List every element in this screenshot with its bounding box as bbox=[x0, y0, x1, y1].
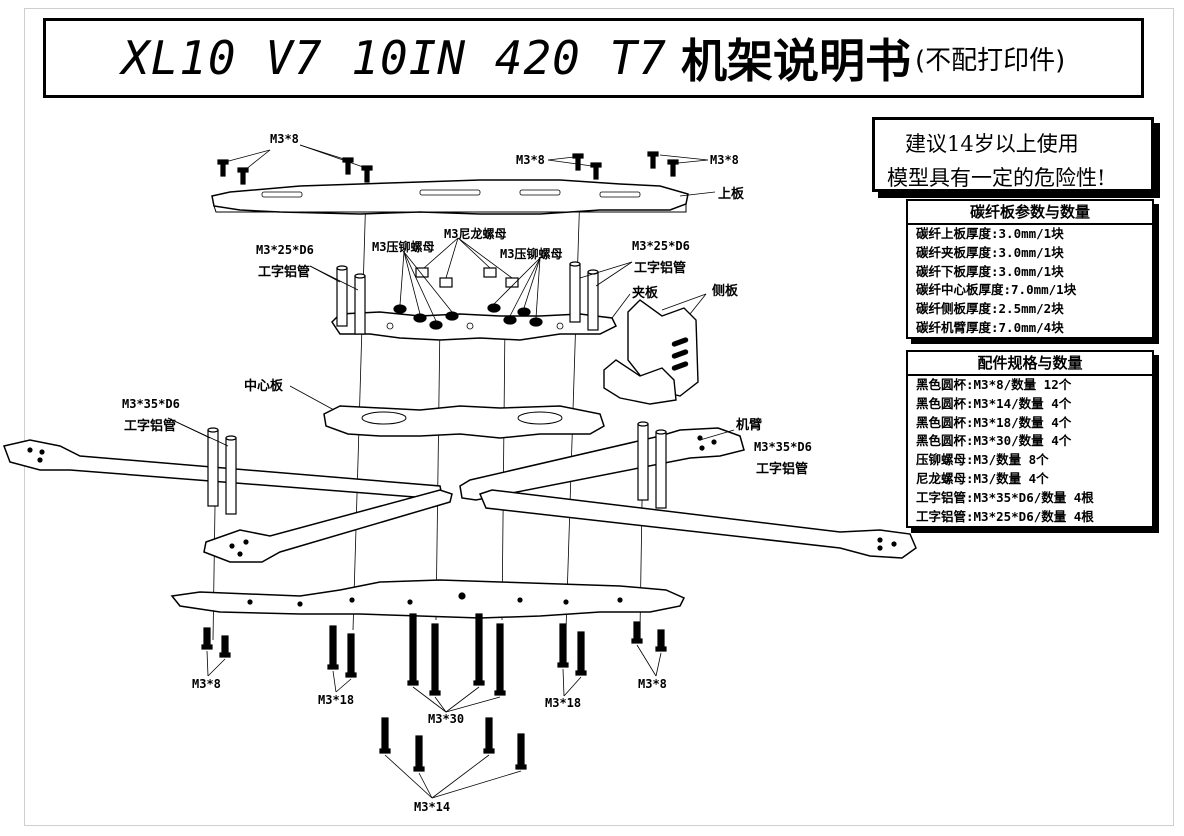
standoff25-left-label: M3*25*D6 bbox=[256, 243, 314, 257]
carbon-spec-header: 碳纤板参数与数量 bbox=[908, 201, 1152, 225]
nylon-nut-label: M3尼龙螺母 bbox=[444, 227, 507, 241]
carbon-spec-row: 碳纤侧板厚度:2.5mm/2块 bbox=[916, 301, 1064, 317]
carbon-spec-row: 碳纤下板厚度:3.0mm/1块 bbox=[916, 263, 1064, 279]
m3x8-top-mid-label: M3*8 bbox=[516, 153, 545, 167]
parts-spec-row: 黑色圆杯:M3*18/数量 4个 bbox=[916, 414, 1072, 430]
carbon-spec-row: 碳纤上板厚度:3.0mm/1块 bbox=[916, 226, 1064, 241]
standoff35-right-label: M3*35*D6 bbox=[754, 440, 812, 454]
bottom-plate-holes bbox=[247, 592, 623, 607]
arm-motor-holes bbox=[27, 435, 897, 557]
side-plate-label: 侧板 bbox=[712, 284, 739, 299]
carbon-spec-row: 碳纤中心板厚度:7.0mm/1块 bbox=[916, 282, 1077, 298]
center-plate bbox=[323, 405, 605, 439]
standoff25-left-cn-label: 工字铝管 bbox=[258, 265, 311, 280]
m3x8-bottom-left-label: M3*8 bbox=[192, 677, 221, 691]
arms bbox=[2, 427, 917, 563]
m3x8-bottom-right-label: M3*8 bbox=[638, 677, 667, 691]
parts-spec-row: 尼龙螺母:M3/数量 4个 bbox=[916, 470, 1049, 486]
standoff35-left-cn-label: 工字铝管 bbox=[124, 419, 177, 434]
standoffs-m3x25 bbox=[336, 261, 599, 335]
side-plate-leaders bbox=[289, 293, 707, 411]
arm-label: 机臂 bbox=[736, 418, 763, 433]
press-nut-left-label: M3压铆螺母 bbox=[372, 240, 435, 254]
parts-spec-header: 配件规格与数量 bbox=[908, 352, 1152, 376]
m3x8-top-left-label: M3*8 bbox=[270, 132, 299, 146]
clamp-plate-label: 夹板 bbox=[632, 286, 659, 301]
top-screw-leaders bbox=[224, 144, 716, 197]
standoff25-right-label: M3*25*D6 bbox=[632, 239, 690, 253]
m3x14-label: M3*14 bbox=[414, 800, 451, 814]
standoff35-left-label: M3*35*D6 bbox=[122, 397, 180, 411]
title-note: (不配打印件) bbox=[914, 45, 1066, 76]
page-border bbox=[24, 8, 1174, 826]
parts-spec-row: 黑色圆杯:M3*14/数量 4个 bbox=[916, 395, 1072, 411]
bottom-screws bbox=[201, 613, 667, 772]
press-nut-right-label: M3压铆螺母 bbox=[500, 247, 563, 261]
carbon-spec-row: 碳纤夹板厚度:3.0mm/1块 bbox=[916, 244, 1064, 260]
standoff25-right-cn-label: 工字铝管 bbox=[634, 261, 687, 276]
m3x8-top-right-label: M3*8 bbox=[710, 153, 739, 167]
side-plates bbox=[603, 299, 699, 405]
age-warning-box: 建议14岁以上使用 模型具有一定的危险性! bbox=[872, 117, 1154, 192]
danger-warning-text: 模型具有一定的危险性! bbox=[887, 166, 1106, 190]
top-plate-label: 上板 bbox=[718, 187, 745, 202]
standoff35-leaders bbox=[167, 417, 735, 447]
parts-spec-row: 压铆螺母:M3/数量 8个 bbox=[916, 452, 1049, 468]
top-screws-m3x8 bbox=[217, 151, 679, 185]
top-plate-slots bbox=[261, 189, 641, 198]
m3x18-left-label: M3*18 bbox=[318, 693, 355, 707]
parts-spec-row: 黑色圆杯:M3*30/数量 4个 bbox=[916, 433, 1072, 449]
carbon-spec-table: 碳纤板参数与数量 碳纤上板厚度:3.0mm/1块 碳纤夹板厚度:3.0mm/1块… bbox=[906, 199, 1154, 339]
nut-leaders bbox=[309, 237, 633, 322]
clamp-plate-holes bbox=[386, 322, 564, 330]
title-model: XL10 V7 10IN 420 T7 bbox=[121, 31, 667, 85]
parts-spec-row: 黑色圆杯:M3*8/数量 12个 bbox=[916, 377, 1072, 392]
bottom-plate bbox=[170, 579, 686, 619]
side-plate-slots bbox=[671, 337, 689, 371]
m3x18-right-label: M3*18 bbox=[545, 696, 582, 710]
center-plate-label: 中心板 bbox=[244, 379, 284, 394]
m3x30-label: M3*30 bbox=[428, 712, 465, 726]
title-box: XL10 V7 10IN 420 T7 机架说明书 (不配打印件) bbox=[43, 18, 1144, 98]
standoff35-right-cn-label: 工字铝管 bbox=[756, 462, 809, 477]
standoffs-m3x35 bbox=[207, 421, 667, 515]
carbon-spec-row: 碳纤机臂厚度:7.0mm/4块 bbox=[916, 319, 1064, 335]
center-plate-cutouts bbox=[361, 411, 563, 425]
title-manual: 机架说明书 bbox=[680, 34, 911, 88]
parts-spec-row: 工字铝管:M3*35*D6/数量 4根 bbox=[916, 489, 1094, 505]
parts-spec-table: 配件规格与数量 黑色圆杯:M3*8/数量 12个 黑色圆杯:M3*14/数量 4… bbox=[906, 350, 1154, 528]
age-warning-text: 建议14岁以上使用 bbox=[905, 132, 1079, 156]
parts-spec-row: 工字铝管:M3*25*D6/数量 4根 bbox=[916, 508, 1094, 524]
bottom-screw-leaders bbox=[206, 644, 662, 799]
